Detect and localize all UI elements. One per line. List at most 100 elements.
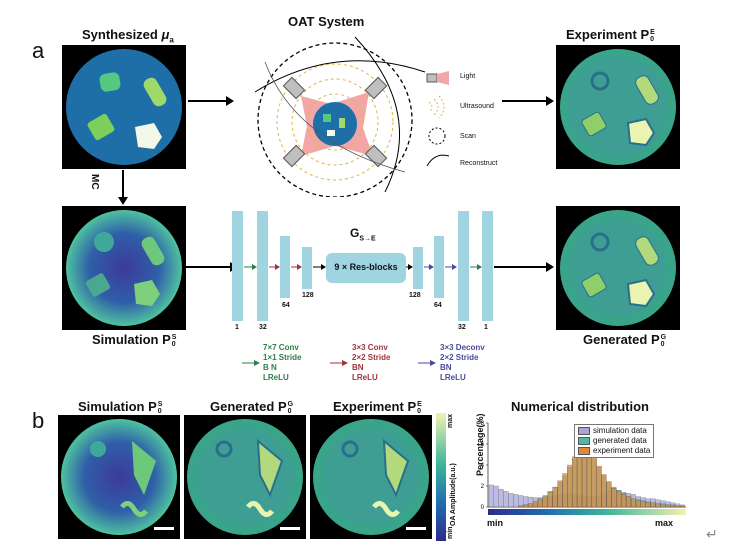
bar-experiment-data [675, 505, 680, 508]
bar-experiment-data [532, 501, 538, 508]
resblocks-label: 9 × Res-blocks [334, 262, 398, 272]
synthesized-image [62, 45, 186, 169]
channel-label-1-out: 1 [484, 324, 488, 331]
bar-experiment-data [547, 492, 553, 508]
legend-arrow-conv3 [330, 360, 348, 366]
bar-experiment-data [606, 481, 612, 508]
legend-swatch-simulation [578, 426, 590, 435]
arrow-synth-to-oat [188, 96, 234, 106]
bar-experiment-data [572, 456, 578, 508]
experiment-image-top [556, 45, 680, 169]
bar-experiment-data [523, 504, 529, 508]
generator-label: GS→E [350, 226, 376, 243]
bar-simulation-data [493, 485, 499, 508]
legend-light-label: Light [460, 73, 476, 80]
bar-experiment-data [552, 486, 558, 508]
panel-label-b: b [32, 408, 45, 433]
bar-experiment-data [562, 473, 568, 508]
arrow-oat-to-experiment [502, 96, 554, 106]
bar-simulation-data [508, 493, 514, 508]
bar-experiment-data [601, 474, 607, 508]
legend-swatch-generated [578, 436, 590, 445]
distribution-chart: 0 2 4 6 8 [481, 421, 686, 515]
channel-label-128-dec: 128 [409, 292, 421, 299]
layer-128-dec [413, 247, 423, 289]
layer-1-out [482, 211, 493, 321]
bar-experiment-data [567, 464, 573, 508]
bar-simulation-data [498, 489, 504, 508]
legend-ultrasound-label: Ultrasound [460, 103, 494, 110]
channel-label-128: 128 [302, 292, 314, 299]
y-tick-label: 4 [481, 463, 485, 469]
layer-32 [257, 211, 268, 321]
chart-xlabel-min: min [487, 518, 504, 528]
oat-system-diagram [254, 36, 426, 197]
channel-label-64-dec: 64 [434, 302, 442, 309]
chart-legend-item: generated data [578, 436, 650, 446]
bar-experiment-data [616, 491, 622, 508]
bar-experiment-data [621, 494, 627, 508]
chart-legend: simulation data generated data experimen… [574, 424, 655, 458]
bar-experiment-data [537, 499, 543, 508]
bar-experiment-data [528, 503, 533, 508]
experiment-image-bottom [310, 415, 432, 539]
generated-image-bottom [184, 415, 306, 539]
bar-experiment-data [542, 496, 548, 508]
oat-legend-icons [426, 71, 450, 167]
legend-arrow-deconv [418, 360, 436, 366]
legend-swatch-experiment [578, 446, 590, 455]
channel-label-64: 64 [282, 302, 290, 309]
bar-experiment-data [596, 465, 602, 508]
oat-system-title: OAT System [288, 14, 365, 29]
bar-experiment-data [680, 505, 685, 508]
y-tick-label: 8 [481, 421, 485, 427]
colorbar-min: min [447, 526, 454, 539]
colorbar [436, 413, 446, 541]
chart-legend-item: experiment data [578, 446, 650, 456]
colorbar-label: OA Amplitude(a.u.) [450, 463, 457, 526]
x-colorbar [488, 509, 686, 515]
bar-experiment-data [557, 480, 563, 508]
bar-simulation-data [513, 494, 519, 508]
return-icon: ↵ [706, 526, 718, 542]
colorbar-max: max [447, 413, 454, 428]
channel-label-32: 32 [259, 324, 267, 331]
legend-arrow-conv7 [242, 360, 260, 366]
bar-simulation-data [518, 495, 524, 508]
arrow-mc-down [118, 170, 128, 205]
bar-experiment-data [670, 505, 676, 508]
bar-experiment-data [591, 457, 597, 508]
simulation-image-bottom [58, 415, 180, 539]
chart-xlabel-max: max [655, 518, 674, 528]
bar-experiment-data [655, 503, 661, 508]
layer-64 [280, 236, 290, 298]
y-tick-label: 2 [481, 484, 485, 490]
bar-experiment-data [645, 502, 651, 508]
chart-title: Numerical distribution [511, 399, 649, 414]
generator-network [186, 211, 554, 321]
bar-experiment-data [665, 504, 671, 508]
y-tick-label: 0 [481, 505, 485, 511]
generated-image-middle [556, 206, 680, 330]
y-tick-label: 6 [481, 442, 485, 448]
layer-1 [232, 211, 243, 321]
mc-label: MC [89, 174, 100, 190]
bar-simulation-data [488, 484, 494, 508]
bar-experiment-data [626, 496, 631, 508]
simulation-image-middle [62, 206, 186, 330]
synthesized-title: Synthesized μa [82, 27, 174, 45]
panel-label-a: a [32, 38, 45, 63]
bar-experiment-data [640, 501, 646, 508]
bar-experiment-data [518, 505, 524, 508]
layer-64-dec [434, 236, 444, 298]
bar-experiment-data [660, 504, 666, 508]
